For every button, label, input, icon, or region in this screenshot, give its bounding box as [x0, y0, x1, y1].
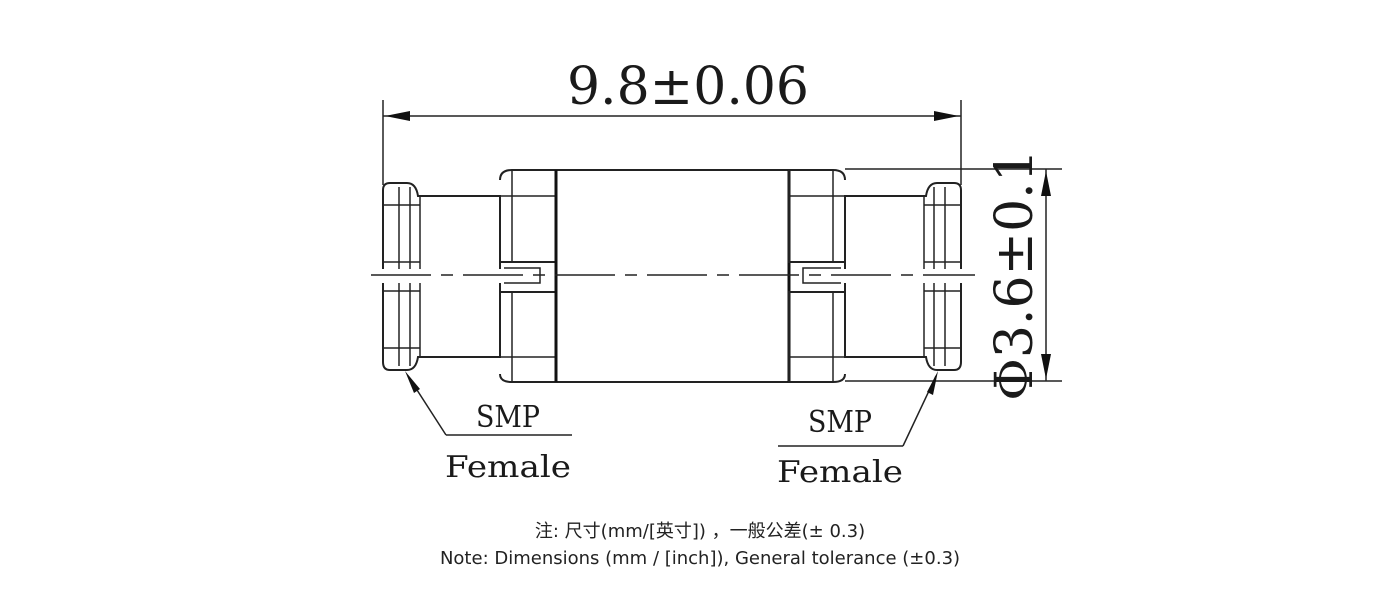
length-dimension: 9.8±0.06 — [382, 57, 962, 185]
left-flange — [499, 169, 557, 383]
diameter-arrow-bottom — [1041, 354, 1051, 379]
right-flange — [788, 169, 846, 383]
diameter-dimension: Φ3.6±0.1 — [845, 149, 1062, 401]
right-connector-gender: Female — [777, 455, 903, 490]
length-arrow-right — [934, 111, 959, 121]
note-chinese: 注: 尺寸(mm/[英寸]) ，一般公差(± 0.3) — [534, 521, 866, 542]
adapter-body — [554, 169, 791, 383]
right-connector-type: SMP — [808, 405, 872, 440]
note-english: Note: Dimensions (mm / [inch]), General … — [439, 548, 961, 569]
right-smp-connector — [844, 182, 962, 371]
notes-block: 注: 尺寸(mm/[英寸]) ，一般公差(± 0.3) Note: Dimens… — [0, 518, 1400, 572]
diameter-arrow-top — [1041, 171, 1051, 196]
length-arrow-left — [385, 111, 410, 121]
left-smp-connector — [382, 182, 501, 371]
length-dimension-label: 9.8±0.06 — [567, 57, 809, 117]
left-connector-callout: SMP Female — [405, 371, 572, 485]
diameter-dimension-label: Φ3.6±0.1 — [985, 149, 1045, 401]
left-connector-gender: Female — [445, 450, 571, 485]
left-connector-type: SMP — [476, 400, 540, 435]
right-connector-callout: SMP Female — [777, 371, 938, 490]
